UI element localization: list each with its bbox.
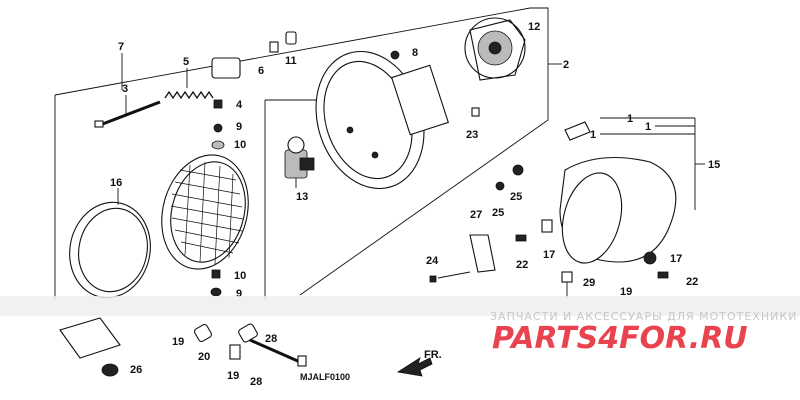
headlight-unit [161, 154, 249, 270]
diagram-code: MJALF0100 [300, 372, 350, 382]
label-28a: 28 [265, 333, 277, 345]
label-9b: 9 [236, 288, 242, 300]
label-7: 7 [118, 41, 124, 53]
label-19b: 19 [172, 336, 184, 348]
label-19c: 19 [227, 370, 239, 382]
label-20: 20 [198, 351, 210, 363]
label-4: 4 [236, 99, 243, 111]
fasteners [59, 31, 669, 377]
label-10b: 10 [234, 270, 246, 282]
label-17b: 17 [670, 253, 682, 265]
label-27: 27 [470, 209, 482, 221]
label-23: 23 [466, 129, 478, 141]
headlight-case [315, 50, 449, 190]
label-13: 13 [296, 191, 308, 203]
label-22a: 22 [516, 259, 528, 271]
watermark: ЗАПЧАСТИ И АКСЕССУАРЫ ДЛЯ МОТОТЕХНИКИ PA… [0, 296, 800, 356]
headlight-rim [69, 188, 151, 299]
label-1a: 1 [627, 113, 633, 125]
label-19a: 19 [620, 286, 632, 298]
label-9a: 9 [236, 121, 242, 133]
headlight-cover [559, 121, 677, 264]
label-25b: 25 [510, 191, 522, 203]
svg-text:FR.: FR. [424, 349, 442, 361]
label-1c: 1 [590, 129, 596, 141]
front-direction-arrow: FR. [396, 349, 442, 377]
label-24: 24 [426, 255, 439, 267]
label-26: 26 [130, 364, 142, 376]
label-3: 3 [122, 83, 128, 95]
label-5: 5 [183, 56, 189, 68]
label-12: 12 [528, 21, 540, 33]
part-labels: 1 1 1 2 3 4 5 6 7 8 9 9 10 10 11 12 13 1… [110, 21, 720, 388]
label-29: 29 [583, 277, 595, 289]
label-6: 6 [258, 65, 264, 77]
label-10a: 10 [234, 139, 246, 151]
label-17a: 17 [543, 249, 555, 261]
headlight-bulb [284, 136, 315, 188]
assembly-frame [54, 7, 562, 300]
watermark-logo: PARTS4FOR.RU [492, 321, 748, 356]
label-16: 16 [110, 177, 122, 189]
label-25a: 25 [492, 207, 504, 219]
label-28b: 28 [250, 376, 262, 388]
label-15: 15 [708, 159, 720, 171]
label-1b: 1 [645, 121, 651, 133]
label-8: 8 [412, 47, 418, 59]
watermark-text: ЗАПЧАСТИ И АКСЕССУАРЫ ДЛЯ МОТОТЕХНИКИ [490, 310, 797, 323]
label-2: 2 [563, 59, 569, 71]
label-22b: 22 [686, 276, 698, 288]
headlight-case-back [464, 17, 526, 81]
label-11: 11 [285, 55, 297, 67]
